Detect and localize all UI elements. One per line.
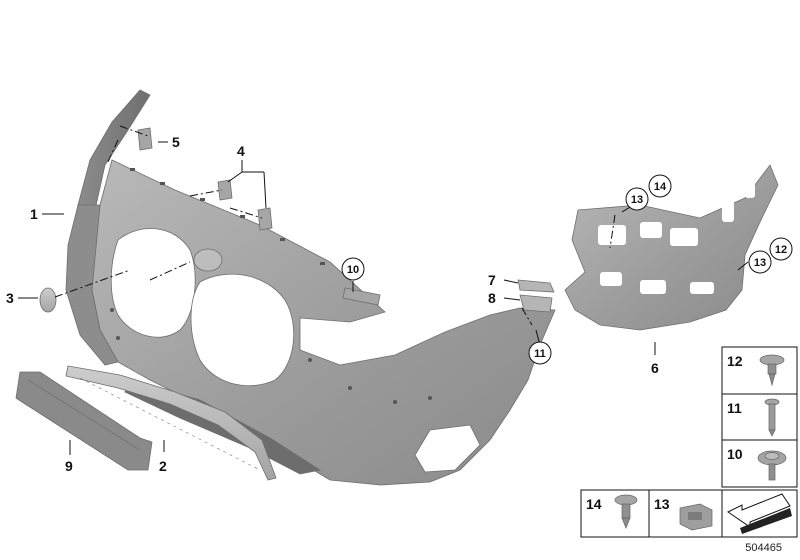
bracket-4a: [217, 179, 233, 201]
callout-7: 7: [488, 272, 496, 288]
dashed-assembly-lines: [54, 125, 616, 326]
tow-eye-cover: [39, 287, 57, 313]
bracket-4b: [257, 207, 273, 231]
legend-fastener-10: [757, 450, 787, 481]
callout-9: 9: [65, 458, 73, 474]
legend-label-12: 12: [727, 353, 743, 369]
bracket-8: [519, 294, 553, 313]
lower-spoiler-strip: [65, 365, 277, 481]
legend-label-10: 10: [727, 446, 743, 462]
callout-11: 11: [534, 348, 546, 360]
callout-8: 8: [488, 290, 496, 306]
callout-6: 6: [651, 360, 659, 376]
callout-13-upper: 13: [631, 194, 643, 206]
callout-1: 1: [30, 206, 38, 222]
license-plate-base: [15, 371, 153, 471]
legend-fastener-13: [679, 503, 713, 531]
direction-arrow-icon: [727, 493, 792, 534]
callout-12: 12: [775, 244, 787, 256]
bracket-10: [342, 287, 381, 306]
legend-label-13: 13: [654, 496, 670, 512]
bumper-cover: [65, 89, 556, 486]
callouts: 1 2 3 4 5 6 7 8 9 10 11 12 13 13 14: [6, 134, 793, 474]
legend-fastener-14: [614, 494, 638, 529]
legend-label-11: 11: [727, 400, 742, 416]
legend-label-14: 14: [586, 496, 602, 512]
legend-fastener-11: [764, 398, 780, 437]
callout-14: 14: [654, 181, 667, 193]
callout-2: 2: [159, 458, 167, 474]
callout-5: 5: [172, 134, 180, 150]
callout-13-right: 13: [754, 257, 766, 269]
callout-4: 4: [237, 143, 245, 159]
bumper-carrier: [564, 164, 779, 331]
legend-fastener-12: [759, 354, 785, 387]
callout-3: 3: [6, 290, 14, 306]
diagram-reference-number: 504465: [745, 542, 782, 554]
bracket-5: [137, 127, 153, 151]
callout-10: 10: [347, 264, 359, 276]
bracket-7: [517, 279, 555, 293]
fastener-legend: 12 11 10 14 13: [580, 346, 798, 538]
